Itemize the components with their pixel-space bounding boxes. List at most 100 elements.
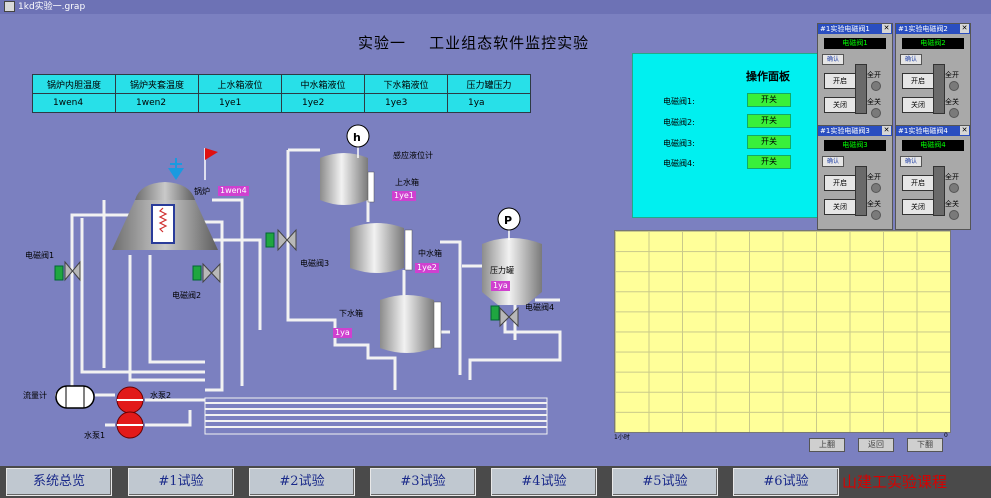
boiler	[112, 182, 218, 250]
valve2-icon[interactable]	[192, 262, 221, 284]
valve1-window: #1实验电磁阀1✕ 电磁阀1 确认 开启 关闭 全开 全关	[817, 23, 893, 128]
ops-valve4-toggle-button[interactable]: 开关	[747, 155, 791, 169]
valve2-window-titlebar: #1实验电磁阀2✕	[896, 24, 970, 34]
parameter-value-row: 1wen4 1wen2 1ye1 1ye2 1ye3 1ya	[32, 93, 531, 113]
close-icon[interactable]: ✕	[960, 126, 969, 135]
valve2-confirm-button[interactable]: 确认	[900, 54, 922, 65]
valve2-close-indicator	[949, 108, 959, 118]
operation-panel: 操作面板 电磁阀1: 开关 电磁阀2: 开关 电磁阀3: 开关 电磁阀4: 开关	[632, 53, 819, 218]
lower-tank-tag: 1ya	[333, 328, 352, 338]
lower-tank-label: 下水箱	[339, 309, 363, 318]
pump2-icon	[116, 386, 144, 414]
page-down-button[interactable]: 下翻	[907, 438, 943, 452]
nav-test-2[interactable]: #2试验	[249, 468, 355, 496]
valve4-open-indicator	[949, 183, 959, 193]
valve3-close-button[interactable]: 关闭	[824, 199, 856, 215]
boiler-tag: 1wen4	[218, 186, 249, 196]
level-gauge-icon	[346, 124, 370, 148]
valve1-icon[interactable]	[54, 260, 81, 282]
valve3-window: #1实验电磁阀3✕ 电磁阀3 确认 开启 关闭 全开 全关	[817, 125, 893, 230]
param-value: 1ye3	[364, 93, 448, 113]
page-up-button[interactable]: 上翻	[809, 438, 845, 452]
operation-panel-title: 操作面板	[746, 70, 790, 83]
valve4-confirm-button[interactable]: 确认	[900, 156, 922, 167]
valve4-name-display: 电磁阀4	[902, 140, 964, 151]
valve3-all-open-label: 全开	[867, 173, 881, 181]
pressure-gauge-icon	[497, 207, 521, 231]
boiler-label: 锅炉	[194, 187, 210, 196]
ops-valve3-label: 电磁阀3:	[663, 139, 695, 148]
param-header: 压力罐压力	[447, 74, 531, 94]
valve4-all-close-label: 全关	[945, 200, 959, 208]
cooling-coil	[204, 397, 548, 435]
ops-valve2-toggle-button[interactable]: 开关	[747, 114, 791, 128]
valve4-window-titlebar: #1实验电磁阀4✕	[896, 126, 970, 136]
ops-valve2-label: 电磁阀2:	[663, 118, 695, 127]
nav-test-3[interactable]: #3试验	[370, 468, 476, 496]
valve1-open-indicator	[871, 81, 881, 91]
valve2-all-close-label: 全关	[945, 98, 959, 106]
valve4-window: #1实验电磁阀4✕ 电磁阀4 确认 开启 关闭 全开 全关	[895, 125, 971, 230]
valve1-window-titlebar: #1实验电磁阀1 ✕	[818, 24, 892, 34]
valve1-confirm-button[interactable]: 确认	[822, 54, 844, 65]
pump1-icon	[116, 411, 144, 439]
valve4-open-button[interactable]: 开启	[902, 175, 934, 191]
valve3-confirm-button[interactable]: 确认	[822, 156, 844, 167]
page-title: 实验一 工业组态软件监控实验	[358, 34, 590, 52]
parameter-table: 锅炉内胆温度 锅炉夹套温度 上水箱液位 中水箱液位 下水箱液位 压力罐压力 1w…	[32, 74, 531, 113]
param-header: 下水箱液位	[364, 74, 448, 94]
valve2-open-indicator	[949, 81, 959, 91]
param-value: 1ye2	[281, 93, 365, 113]
valve4-icon[interactable]	[490, 305, 519, 328]
pump2-label: 水泵2	[150, 391, 172, 400]
valve4-close-button[interactable]: 关闭	[902, 199, 934, 215]
ops-valve4-label: 电磁阀4:	[663, 159, 695, 168]
valve3-slider[interactable]	[855, 166, 867, 216]
upper-tank	[320, 153, 375, 205]
valve3-window-titlebar: #1实验电磁阀3 ✕	[818, 126, 892, 136]
valve1-all-open-label: 全开	[867, 71, 881, 79]
nav-test-6[interactable]: #6试验	[733, 468, 839, 496]
valve1-label: 电磁阀1	[25, 251, 55, 260]
param-value: 1wen2	[115, 93, 199, 113]
ops-valve3-toggle-button[interactable]: 开关	[747, 135, 791, 149]
nav-overview[interactable]: 系统总览	[6, 468, 112, 496]
valve3-close-indicator	[871, 210, 881, 220]
pressure-tank-label: 压力罐	[490, 266, 514, 275]
valve4-all-open-label: 全开	[945, 173, 959, 181]
valve1-slider[interactable]	[855, 64, 867, 114]
parameter-header-row: 锅炉内胆温度 锅炉夹套温度 上水箱液位 中水箱液位 下水箱液位 压力罐压力	[32, 74, 531, 94]
nav-test-4[interactable]: #4试验	[491, 468, 597, 496]
valve2-slider[interactable]	[933, 64, 945, 114]
valve2-close-button[interactable]: 关闭	[902, 97, 934, 113]
ops-valve1-toggle-button[interactable]: 开关	[747, 93, 791, 107]
upper-tank-label: 上水箱	[395, 178, 419, 187]
nav-test-5[interactable]: #5试验	[612, 468, 718, 496]
valve3-icon[interactable]	[265, 228, 297, 252]
close-icon[interactable]: ✕	[882, 24, 891, 33]
boiler-alarm-icon	[168, 148, 218, 180]
middle-tank	[350, 223, 413, 273]
pipes	[55, 148, 562, 427]
trend-right-label: 0	[944, 432, 948, 439]
valve3-window-title: #1实验电磁阀3	[820, 127, 870, 135]
flowmeter-icon	[55, 385, 95, 409]
valve4-slider[interactable]	[933, 166, 945, 216]
lower-tank	[380, 295, 442, 353]
back-button[interactable]: 返回	[858, 438, 894, 452]
valve1-close-button[interactable]: 关闭	[824, 97, 856, 113]
valve1-all-close-label: 全关	[867, 98, 881, 106]
valve3-open-button[interactable]: 开启	[824, 175, 856, 191]
valve2-all-open-label: 全开	[945, 71, 959, 79]
close-icon[interactable]: ✕	[960, 24, 969, 33]
level-gauge-symbol: h	[353, 131, 361, 144]
valve2-open-button[interactable]: 开启	[902, 73, 934, 89]
trend-left-label: 1小时	[614, 434, 630, 441]
nav-test-1[interactable]: #1试验	[128, 468, 234, 496]
close-icon[interactable]: ✕	[882, 126, 891, 135]
pump1-label: 水泵1	[84, 431, 106, 440]
valve1-window-title: #1实验电磁阀1	[820, 25, 870, 33]
valve1-open-button[interactable]: 开启	[824, 73, 856, 89]
sensor-label: 感应液位计	[393, 151, 433, 160]
middle-tank-label: 中水箱	[418, 249, 442, 258]
